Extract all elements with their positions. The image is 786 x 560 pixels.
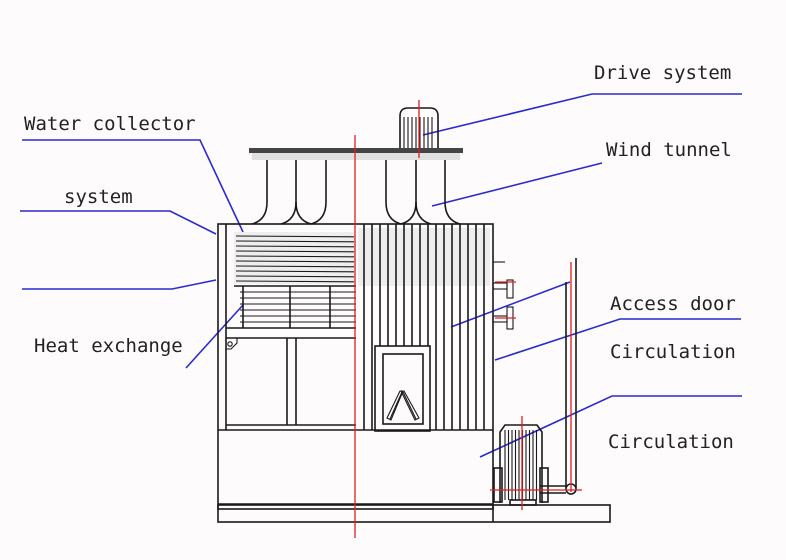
collector-line <box>235 275 355 278</box>
label-system: system <box>64 186 133 208</box>
label-wind-tunnel: Wind tunnel <box>606 139 732 161</box>
label-drive-system: Drive system <box>594 62 731 84</box>
collector-line <box>235 265 355 268</box>
leader-drive-system <box>422 93 742 136</box>
louver-panel <box>358 224 490 430</box>
label-heat-exchange: Heat exchange <box>34 335 183 357</box>
circulation-pump <box>493 424 549 506</box>
label-water-collector: Water collector <box>24 113 196 135</box>
access-door[interactable] <box>374 345 431 432</box>
collector-line <box>235 270 355 273</box>
leader-access-door <box>494 318 741 361</box>
heat-exchanger-coil <box>226 285 356 339</box>
label-circulation-2: Circulation <box>608 431 734 453</box>
label-access-door: Access door <box>610 293 736 315</box>
collector-line <box>235 240 355 243</box>
leader-unlabeled <box>22 279 217 290</box>
fan-deck <box>249 148 463 160</box>
collector-line <box>235 235 355 238</box>
collector-line <box>235 255 355 258</box>
leader-water-collector <box>22 139 244 233</box>
leader-wind-tunnel <box>431 162 603 207</box>
collector-line <box>235 250 355 253</box>
leader-access-door-inner <box>450 281 571 328</box>
lower-panel <box>226 337 356 426</box>
leader-circulation <box>479 395 742 458</box>
air-ducts <box>251 160 461 225</box>
bolt-icon <box>227 341 233 347</box>
water-collector <box>234 232 356 284</box>
leader-system <box>20 210 217 235</box>
collector-line <box>235 280 355 283</box>
label-circulation-1: Circulation <box>610 341 736 363</box>
leader-heat-exchange <box>185 304 244 369</box>
collector-line <box>235 260 355 263</box>
base-frame <box>217 504 611 523</box>
collector-line <box>235 245 355 248</box>
side-fittings <box>492 261 516 330</box>
drive-motor <box>399 107 439 151</box>
center-lines <box>354 100 582 538</box>
